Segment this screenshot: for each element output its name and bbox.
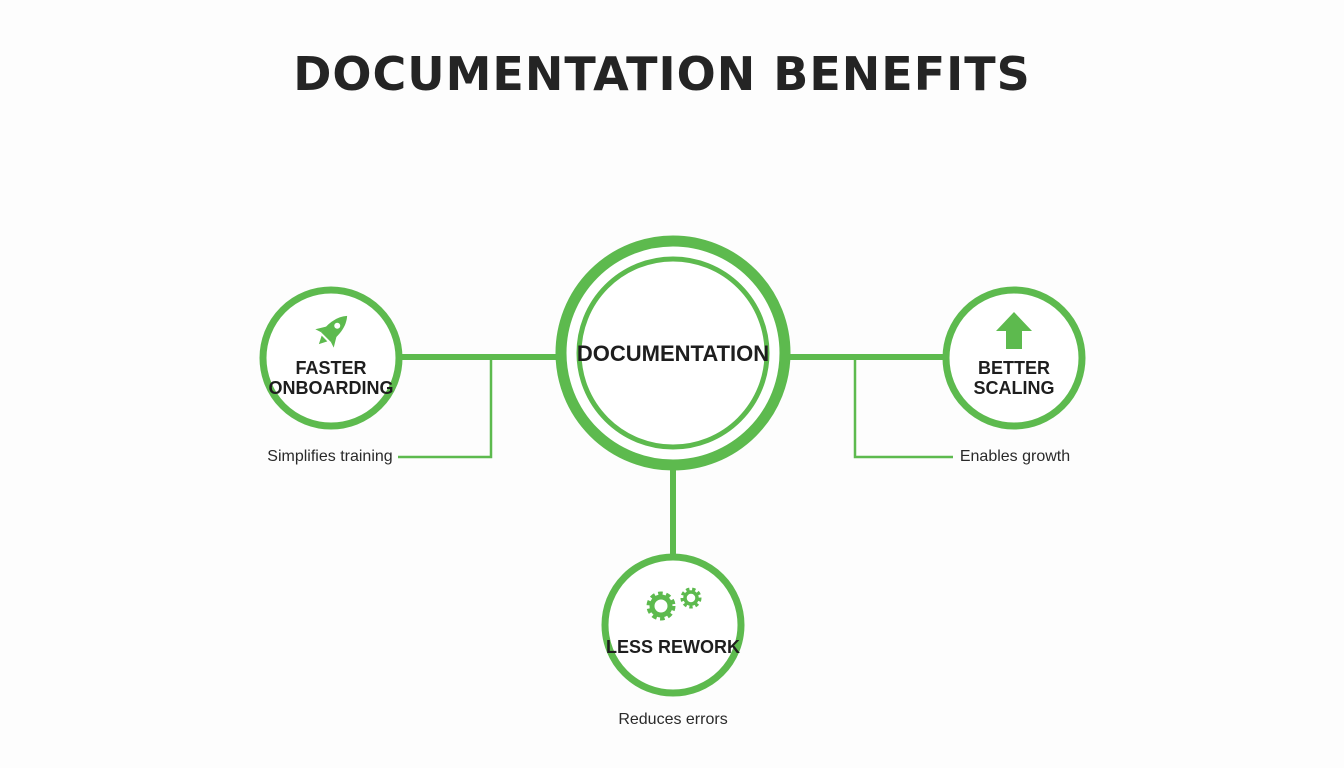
node-ring — [601, 553, 745, 697]
diagram-title: DOCUMENTATION BENEFITS — [293, 47, 1031, 101]
description-bottom: Reduces errors — [618, 711, 727, 728]
rocket-icon — [315, 315, 348, 348]
node-label-line2: ONBOARDING — [269, 378, 394, 398]
node-label-line1: FASTER — [295, 358, 366, 378]
node-better-scaling: BETTER SCALING — [942, 286, 1086, 430]
node-ring — [259, 286, 403, 430]
node-label: LESS REWORK — [606, 637, 740, 657]
callout-right — [853, 357, 953, 459]
center-node: DOCUMENTATION — [555, 235, 791, 471]
callout-left — [398, 357, 493, 459]
node-faster-onboarding: FASTER ONBOARDING — [259, 286, 403, 430]
center-inner-ring — [576, 256, 770, 450]
description-right: Enables growth — [960, 448, 1070, 465]
center-label: DOCUMENTATION — [577, 341, 769, 366]
gears-icon — [646, 587, 702, 621]
connectors — [398, 354, 953, 556]
node-label-line1: BETTER — [978, 358, 1050, 378]
description-left: Simplifies training — [267, 448, 392, 465]
node-less-rework: LESS REWORK — [601, 553, 745, 697]
node-ring — [942, 286, 1086, 430]
arrow-up-icon — [996, 312, 1032, 349]
node-label-line2: SCALING — [974, 378, 1055, 398]
